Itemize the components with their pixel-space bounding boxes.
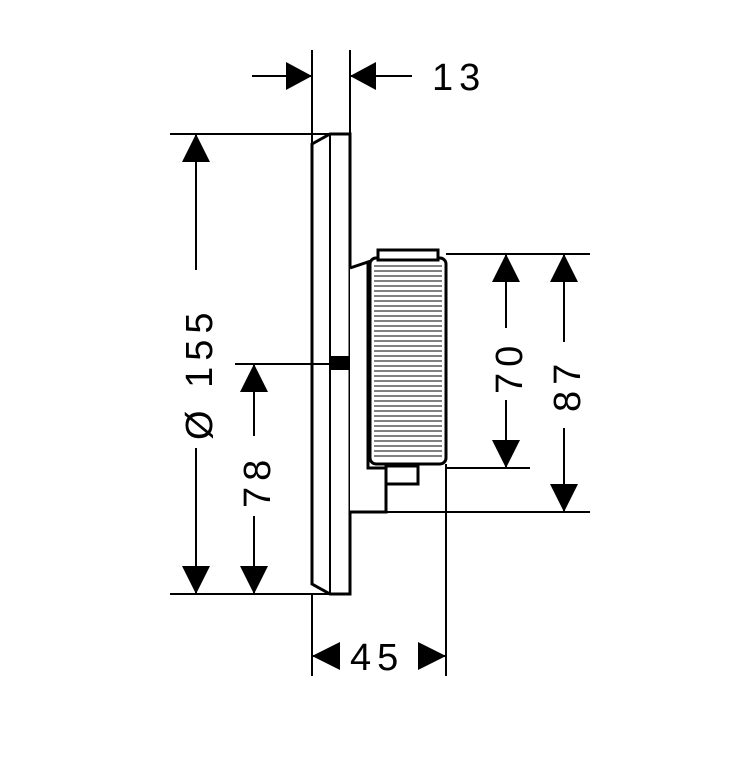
arrow-down-icon — [550, 484, 578, 512]
thread-lines — [374, 265, 442, 457]
dim-label-diameter: Ø 155 — [179, 306, 221, 440]
arrow-right-icon — [286, 62, 312, 90]
dim-overall-depth: 45 — [312, 637, 446, 679]
dim-label-overall-depth: 45 — [350, 637, 404, 679]
dim-top-depth: 13 — [252, 57, 486, 99]
arrow-down-icon — [182, 566, 210, 594]
arrow-down-icon — [492, 440, 520, 468]
arrow-down-icon — [240, 566, 268, 594]
dim-knob-height: 70 — [489, 254, 531, 468]
dim-body-height: 87 — [547, 254, 589, 512]
arrow-up-icon — [550, 254, 578, 282]
dim-center-height: 78 — [237, 364, 279, 594]
dim-label-center-height: 78 — [237, 454, 279, 508]
arrow-up-icon — [492, 254, 520, 282]
arrow-up-icon — [240, 364, 268, 392]
dim-label-knob-height: 70 — [489, 340, 531, 394]
arrow-left-icon — [312, 642, 340, 670]
dim-label-body-height: 87 — [547, 358, 589, 412]
arrow-left-icon — [350, 62, 376, 90]
dim-label-top-depth: 13 — [432, 57, 486, 99]
arrow-right-icon — [418, 642, 446, 670]
threaded-knob — [368, 248, 448, 466]
arrow-up-icon — [182, 134, 210, 162]
valve-body — [349, 259, 420, 514]
dim-diameter: Ø 155 — [179, 134, 221, 594]
